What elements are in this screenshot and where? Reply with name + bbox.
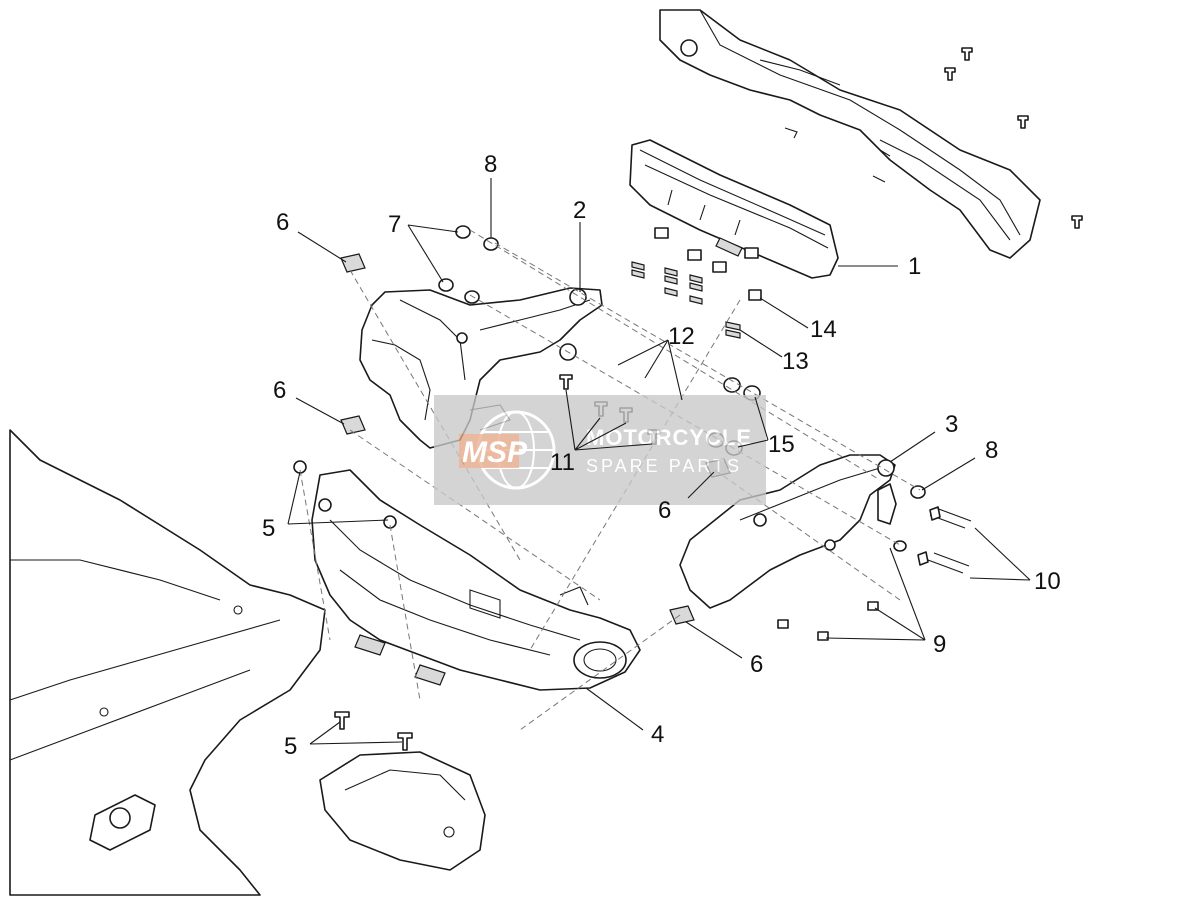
callout-8-right: 8 [985,437,998,464]
screws-5 [293,460,413,751]
assembly-lines [299,229,921,731]
callout-10: 10 [1034,568,1061,595]
bolts-9-10 [777,485,972,641]
right-bracket-part [679,454,897,609]
watermark-logo-box [459,434,519,468]
callout-13: 13 [782,348,809,375]
callout-5-lower: 5 [284,733,297,760]
callout-6-mid-left: 6 [273,377,286,404]
upper-fairing-part [659,9,1041,259]
callout-2: 2 [573,197,586,224]
callout-6-mid-right: 6 [658,497,671,524]
watermark-line1: MOTORCYCLE [586,425,752,450]
callout-9: 9 [933,631,946,658]
callout-15: 15 [768,431,795,458]
callout-6-top: 6 [276,209,289,236]
callout-1: 1 [908,253,921,280]
watermark: MSP MOTORCYCLE SPARE PARTS [434,395,766,505]
callout-4: 4 [651,721,664,748]
callout-7: 7 [388,211,401,238]
grommets [631,227,762,339]
leader-lines [287,178,1031,745]
callouts: 1 2 3 4 5 5 6 6 6 6 7 8 8 9 10 11 12 13 … [262,151,1061,760]
left-bracket-part [359,287,603,449]
watermark-line2: SPARE PARTS [586,456,742,476]
instrument-cluster-part [629,139,839,279]
watermark-logo: MSP [462,436,528,469]
callout-8-top: 8 [484,151,497,178]
callout-12: 12 [668,323,695,350]
callout-5-upper: 5 [262,515,275,542]
lower-body-panel [9,429,486,896]
callout-6-bottom: 6 [750,651,763,678]
callout-11: 11 [550,449,575,476]
callout-3: 3 [945,411,958,438]
fairing-screws [784,47,1083,229]
callout-14: 14 [810,316,837,343]
